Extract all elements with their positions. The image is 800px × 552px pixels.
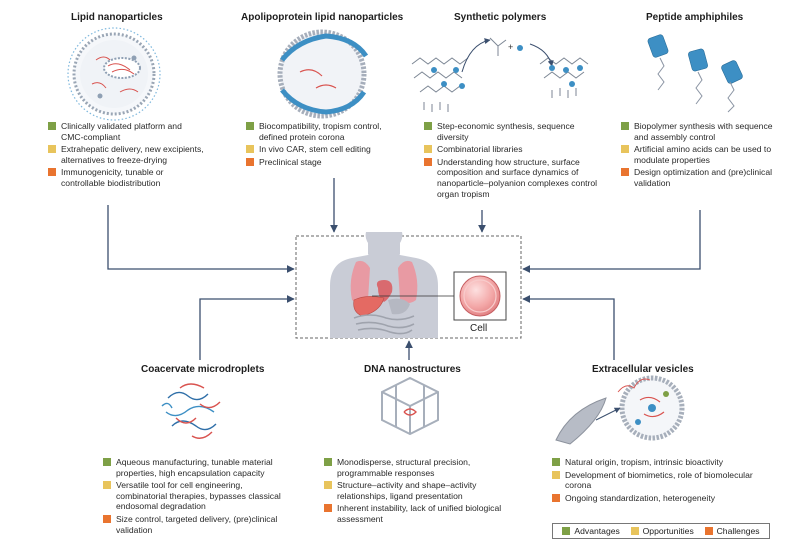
- list-item-opportunity: Artificial amino acids can be used to mo…: [621, 144, 787, 165]
- challenge-marker: [246, 157, 254, 166]
- list-item-challenge: Immunogenicity, tunable or controllable …: [48, 167, 206, 188]
- list-item-opportunity: Structure–activity and shape–activity re…: [324, 480, 502, 501]
- challenge-marker: [552, 493, 560, 502]
- list-item-advantage: Biopolymer synthesis with sequence and a…: [621, 121, 787, 142]
- challenge-marker: [424, 157, 432, 166]
- apolipoprotein-nanoparticle-illustration: [277, 29, 369, 119]
- panel-title-coacervate: Coacervate microdroplets: [141, 364, 265, 375]
- challenge-marker: [324, 504, 332, 513]
- panel-title-peptide-amphiphiles: Peptide amphiphiles: [646, 12, 744, 23]
- panel-title-apolipoprotein: Apolipoprotein lipid nanoparticles: [241, 12, 404, 23]
- challenge-marker: [621, 168, 629, 177]
- list-item-opportunity: In vivo CAR, stem cell editing: [246, 144, 411, 155]
- svg-text:+: +: [508, 42, 513, 52]
- arrow-coacervate: [199, 295, 295, 360]
- human-body-illustration: [330, 232, 438, 338]
- advantage-marker: [424, 122, 432, 130]
- list-peptide-amphiphiles: Biopolymer synthesis with sequence and a…: [621, 121, 787, 191]
- extracellular-vesicle-illustration: [555, 375, 685, 445]
- list-item-opportunity: Combinatorial libraries: [424, 144, 602, 155]
- list-dna: Monodisperse, structural precision, prog…: [324, 457, 502, 527]
- peptide-amphiphile-illustration: [647, 34, 743, 113]
- panel-title-dna: DNA nanostructures: [364, 364, 461, 375]
- coacervate-illustration: [160, 378, 228, 446]
- list-item-challenge: Design optimization and (pre)clinical va…: [621, 167, 787, 188]
- list-item-opportunity: Versatile tool for cell engineering, com…: [103, 480, 283, 512]
- legend-swatch-advantages: [562, 527, 571, 535]
- legend-item-opportunities: Opportunities: [630, 526, 694, 536]
- opportunity-marker: [552, 470, 560, 479]
- list-item-advantage: Aqueous manufacturing, tunable material …: [103, 457, 283, 478]
- opportunity-marker: [424, 145, 432, 154]
- challenge-marker: [48, 168, 56, 177]
- legend-item-challenges: Challenges: [704, 526, 760, 536]
- list-item-challenge: Size control, targeted delivery, (pre)cl…: [103, 514, 283, 535]
- list-item-challenge: Ongoing standardization, heterogeneity: [552, 493, 774, 504]
- list-item-advantage: Step-economic synthesis, sequence divers…: [424, 121, 602, 142]
- opportunity-marker: [48, 145, 56, 154]
- panel-title-lipid-nanoparticles: Lipid nanoparticles: [71, 12, 163, 23]
- opportunity-marker: [246, 145, 254, 154]
- list-item-advantage: Natural origin, tropism, intrinsic bioac…: [552, 457, 774, 468]
- challenge-marker: [103, 514, 111, 523]
- legend-swatch-opportunities: [630, 527, 639, 535]
- advantage-marker: [552, 458, 560, 466]
- list-item-challenge: Preclinical stage: [246, 157, 411, 168]
- advantage-marker: [48, 122, 56, 130]
- arrow-ev: [522, 295, 615, 360]
- list-item-opportunity: Extrahepatic delivery, new excipients, a…: [48, 144, 206, 165]
- list-ev: Natural origin, tropism, intrinsic bioac…: [552, 457, 774, 505]
- list-coacervate: Aqueous manufacturing, tunable material …: [103, 457, 283, 537]
- list-item-challenge: Inherent instability, lack of unified bi…: [324, 503, 502, 524]
- legend-item-advantages: Advantages: [562, 526, 620, 536]
- cell-label: Cell: [470, 323, 488, 334]
- legend-swatch-challenges: [704, 527, 713, 535]
- arrow-lipid: [107, 205, 295, 273]
- list-item-advantage: Biocompatibility, tropism control, defin…: [246, 121, 411, 142]
- advantage-marker: [324, 458, 332, 466]
- opportunity-marker: [103, 481, 111, 490]
- list-item-advantage: Monodisperse, structural precision, prog…: [324, 457, 502, 478]
- synthetic-polymer-illustration: [411, 37, 589, 112]
- advantage-marker: [103, 458, 111, 466]
- list-synthetic-polymers: Step-economic synthesis, sequence divers…: [424, 121, 602, 201]
- dna-nanostructure-illustration: [381, 376, 439, 436]
- lipid-nanoparticle-illustration: [67, 27, 161, 121]
- opportunity-marker: [621, 145, 629, 154]
- panel-title-ev: Extracellular vesicles: [592, 364, 694, 375]
- cell-illustration: [459, 275, 501, 317]
- advantage-marker: [621, 122, 629, 130]
- arrow-peptide: [522, 210, 701, 273]
- legend: Advantages Opportunities Challenges: [552, 523, 770, 539]
- advantage-marker: [246, 122, 254, 130]
- central-body-box: [295, 235, 522, 339]
- list-item-opportunity: Development of biomimetics, role of biom…: [552, 470, 774, 491]
- opportunity-marker: [324, 481, 332, 490]
- list-item-challenge: Understanding how structure, surface com…: [424, 157, 602, 199]
- panel-title-synthetic-polymers: Synthetic polymers: [454, 12, 547, 23]
- list-lipid-nanoparticles: Clinically validated platform and CMC-co…: [48, 121, 206, 191]
- list-item-advantage: Clinically validated platform and CMC-co…: [48, 121, 206, 142]
- list-apolipoprotein: Biocompatibility, tropism control, defin…: [246, 121, 411, 169]
